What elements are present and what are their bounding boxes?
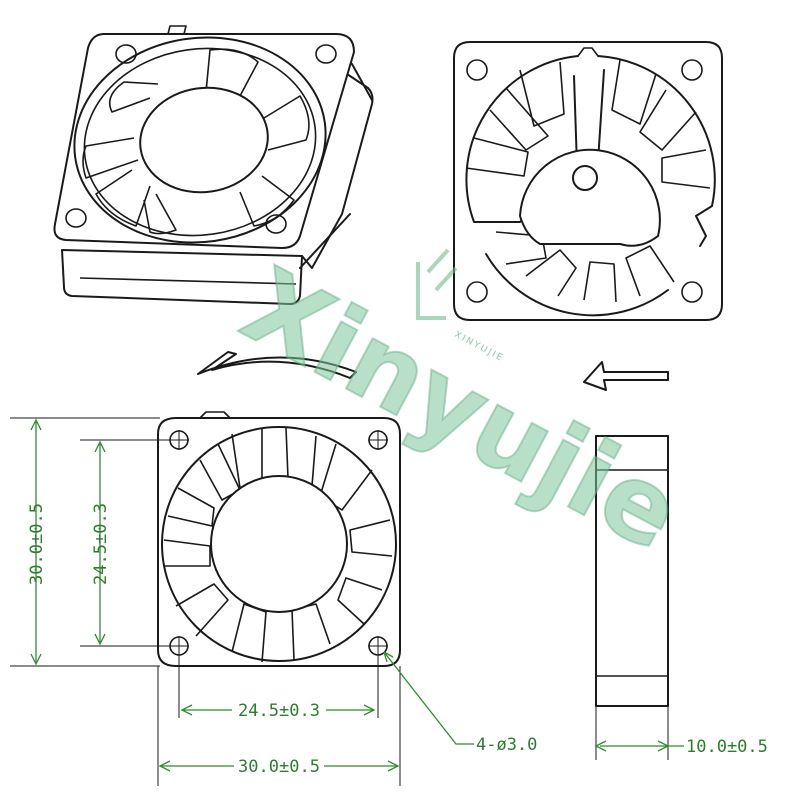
label-hole-spacing-vertical: 24.5±0.3: [91, 503, 111, 585]
rotation-arrow-left: [197, 351, 357, 379]
dimension-lines: [10, 417, 684, 786]
front-fan-view: [157, 411, 401, 667]
dimension-labels: 30.0±0.5 24.5±0.3 24.5±0.3 30.0±0.5 4-ø3…: [27, 503, 768, 777]
watermark-logo-icon: [416, 248, 458, 320]
label-mounting-holes: 4-ø3.0: [476, 735, 537, 755]
isometric-fan-view: [53, 25, 374, 305]
airflow-arrow-right: [583, 361, 669, 391]
label-frame-width: 30.0±0.5: [238, 757, 320, 777]
label-frame-height: 30.0±0.5: [27, 503, 47, 585]
label-thickness: 10.0±0.5: [686, 737, 768, 757]
label-hole-spacing-horizontal: 24.5±0.3: [238, 701, 320, 721]
rear-fan-view: [453, 41, 723, 321]
